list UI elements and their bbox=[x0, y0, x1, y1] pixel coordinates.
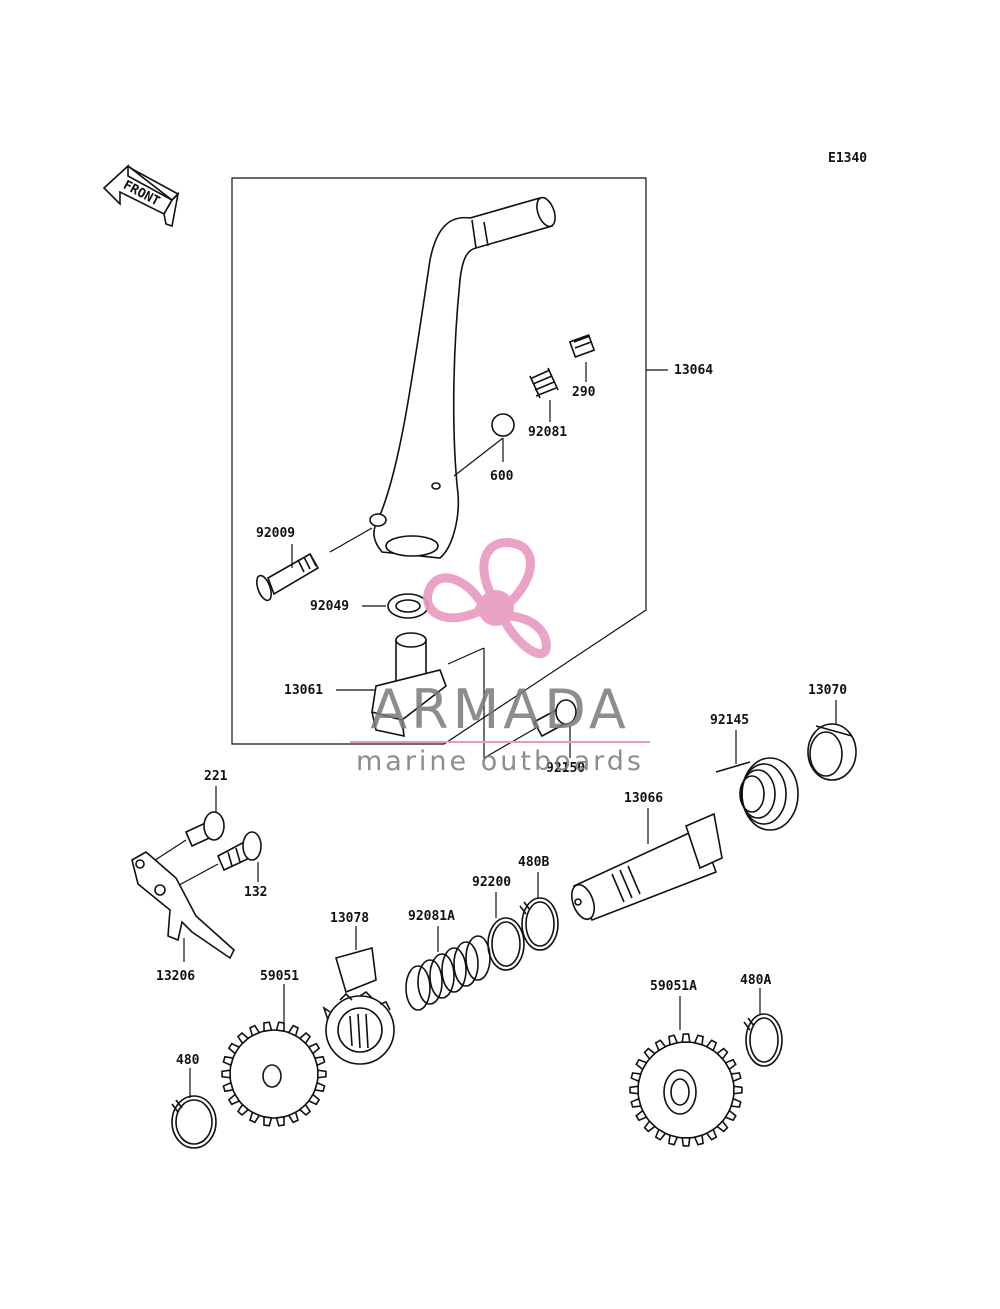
part-13066-shaft bbox=[570, 812, 723, 922]
gear-tooth bbox=[724, 1109, 737, 1122]
gear-tooth bbox=[249, 1111, 261, 1124]
part-221-bolt bbox=[184, 811, 225, 848]
gear-tooth bbox=[227, 1093, 241, 1106]
part-label-92049: 92049 bbox=[310, 599, 349, 614]
gear-tooth bbox=[705, 1039, 718, 1052]
gear-tooth bbox=[733, 1085, 743, 1095]
part-13070-collar bbox=[807, 723, 857, 781]
gear-tooth bbox=[693, 1134, 704, 1146]
part-label-92145: 92145 bbox=[710, 713, 749, 728]
part-label-92081: 92081 bbox=[528, 425, 567, 440]
part-label-13206: 13206 bbox=[156, 969, 195, 984]
part-59051A-gear bbox=[629, 1033, 743, 1147]
gear-tooth bbox=[287, 1111, 299, 1124]
gear-tooth bbox=[681, 1033, 691, 1043]
gear-tooth bbox=[715, 1047, 729, 1061]
part-label-13061: 13061 bbox=[284, 683, 323, 698]
part-label-92009: 92009 bbox=[256, 526, 295, 541]
part-label-13064: 13064 bbox=[674, 363, 713, 378]
gear-tooth bbox=[222, 1055, 235, 1067]
part-480B-clip bbox=[519, 897, 559, 951]
gear-tooth bbox=[221, 1069, 231, 1079]
diagram-code: E1340 bbox=[828, 151, 867, 166]
part-92081-spring bbox=[529, 367, 559, 399]
part-92009-bolt bbox=[256, 552, 320, 602]
part-92145-spring bbox=[715, 757, 799, 831]
gear-tooth bbox=[287, 1024, 299, 1037]
assembly-outline-13064 bbox=[231, 177, 647, 745]
part-13078-ratchet bbox=[322, 946, 395, 1065]
gear-tooth bbox=[654, 1039, 667, 1052]
part-480-clip bbox=[171, 1095, 217, 1149]
part-59051-gear bbox=[221, 1021, 327, 1127]
part-92049-washer bbox=[387, 593, 429, 619]
gear-tooth bbox=[317, 1069, 327, 1079]
part-label-132: 132 bbox=[244, 885, 267, 900]
gear-tooth bbox=[724, 1058, 737, 1071]
part-132-bolt bbox=[216, 831, 262, 872]
part-label-59051A: 59051A bbox=[650, 979, 697, 994]
gear-tooth bbox=[249, 1024, 261, 1037]
part-label-92200: 92200 bbox=[472, 875, 511, 890]
front-arrow-icon: FRONT bbox=[102, 164, 180, 228]
gear-tooth bbox=[630, 1072, 642, 1083]
gear-tooth bbox=[275, 1115, 285, 1127]
part-13206-lever bbox=[131, 851, 235, 960]
gear-tooth bbox=[715, 1119, 729, 1133]
gear-tooth bbox=[681, 1137, 691, 1147]
part-label-13078: 13078 bbox=[330, 911, 369, 926]
part-label-290: 290 bbox=[572, 385, 596, 400]
part-label-600: 600 bbox=[490, 469, 514, 484]
part-label-480: 480 bbox=[176, 1053, 200, 1068]
gear-tooth bbox=[635, 1109, 648, 1122]
armada-watermark-logo bbox=[423, 538, 551, 658]
gear-tooth bbox=[730, 1097, 742, 1108]
watermark-tagline: marine outboards bbox=[356, 746, 644, 777]
gear-tooth bbox=[730, 1072, 742, 1083]
part-13061-kick-shaft bbox=[371, 632, 447, 738]
gear-tooth bbox=[307, 1042, 321, 1055]
gear-tooth bbox=[313, 1055, 326, 1067]
gear-tooth bbox=[236, 1031, 250, 1045]
part-600-ball bbox=[491, 413, 515, 437]
part-label-59051: 59051 bbox=[260, 969, 299, 984]
part-label-13066: 13066 bbox=[624, 791, 663, 806]
gear-tooth bbox=[654, 1128, 667, 1141]
part-label-92081A: 92081A bbox=[408, 909, 455, 924]
gear-tooth bbox=[307, 1093, 321, 1106]
gear-tooth bbox=[263, 1021, 273, 1033]
gear-tooth bbox=[313, 1081, 326, 1093]
gear-tooth bbox=[275, 1021, 285, 1033]
gear-tooth bbox=[629, 1085, 639, 1095]
part-label-13070: 13070 bbox=[808, 683, 847, 698]
gear-tooth bbox=[222, 1081, 235, 1093]
gear-tooth bbox=[263, 1115, 273, 1127]
part-label-92150: 92150 bbox=[546, 761, 585, 776]
gear-tooth bbox=[668, 1134, 679, 1146]
part-label-480A: 480A bbox=[740, 973, 771, 988]
gear-tooth bbox=[643, 1119, 657, 1133]
gear-tooth bbox=[298, 1103, 312, 1117]
gear-tooth bbox=[693, 1034, 704, 1046]
gear-tooth bbox=[635, 1058, 648, 1071]
part-92200-washer bbox=[487, 917, 525, 971]
gear-tooth bbox=[298, 1031, 312, 1045]
gear-tooth bbox=[643, 1047, 657, 1061]
gear-tooth bbox=[236, 1103, 250, 1117]
part-290 bbox=[568, 334, 596, 358]
part-92081A-spring bbox=[405, 935, 491, 1011]
gear-tooth bbox=[227, 1042, 241, 1055]
part-label-221: 221 bbox=[204, 769, 228, 784]
gear-tooth bbox=[630, 1097, 642, 1108]
gear-tooth bbox=[705, 1128, 718, 1141]
gear-tooth bbox=[668, 1034, 679, 1046]
part-480A-clip bbox=[743, 1013, 783, 1067]
kick-pedal-arm bbox=[369, 196, 556, 559]
watermark-brand: ARMADA bbox=[370, 678, 630, 741]
part-label-480B: 480B bbox=[518, 855, 549, 870]
part-92150-bolt bbox=[532, 699, 577, 738]
